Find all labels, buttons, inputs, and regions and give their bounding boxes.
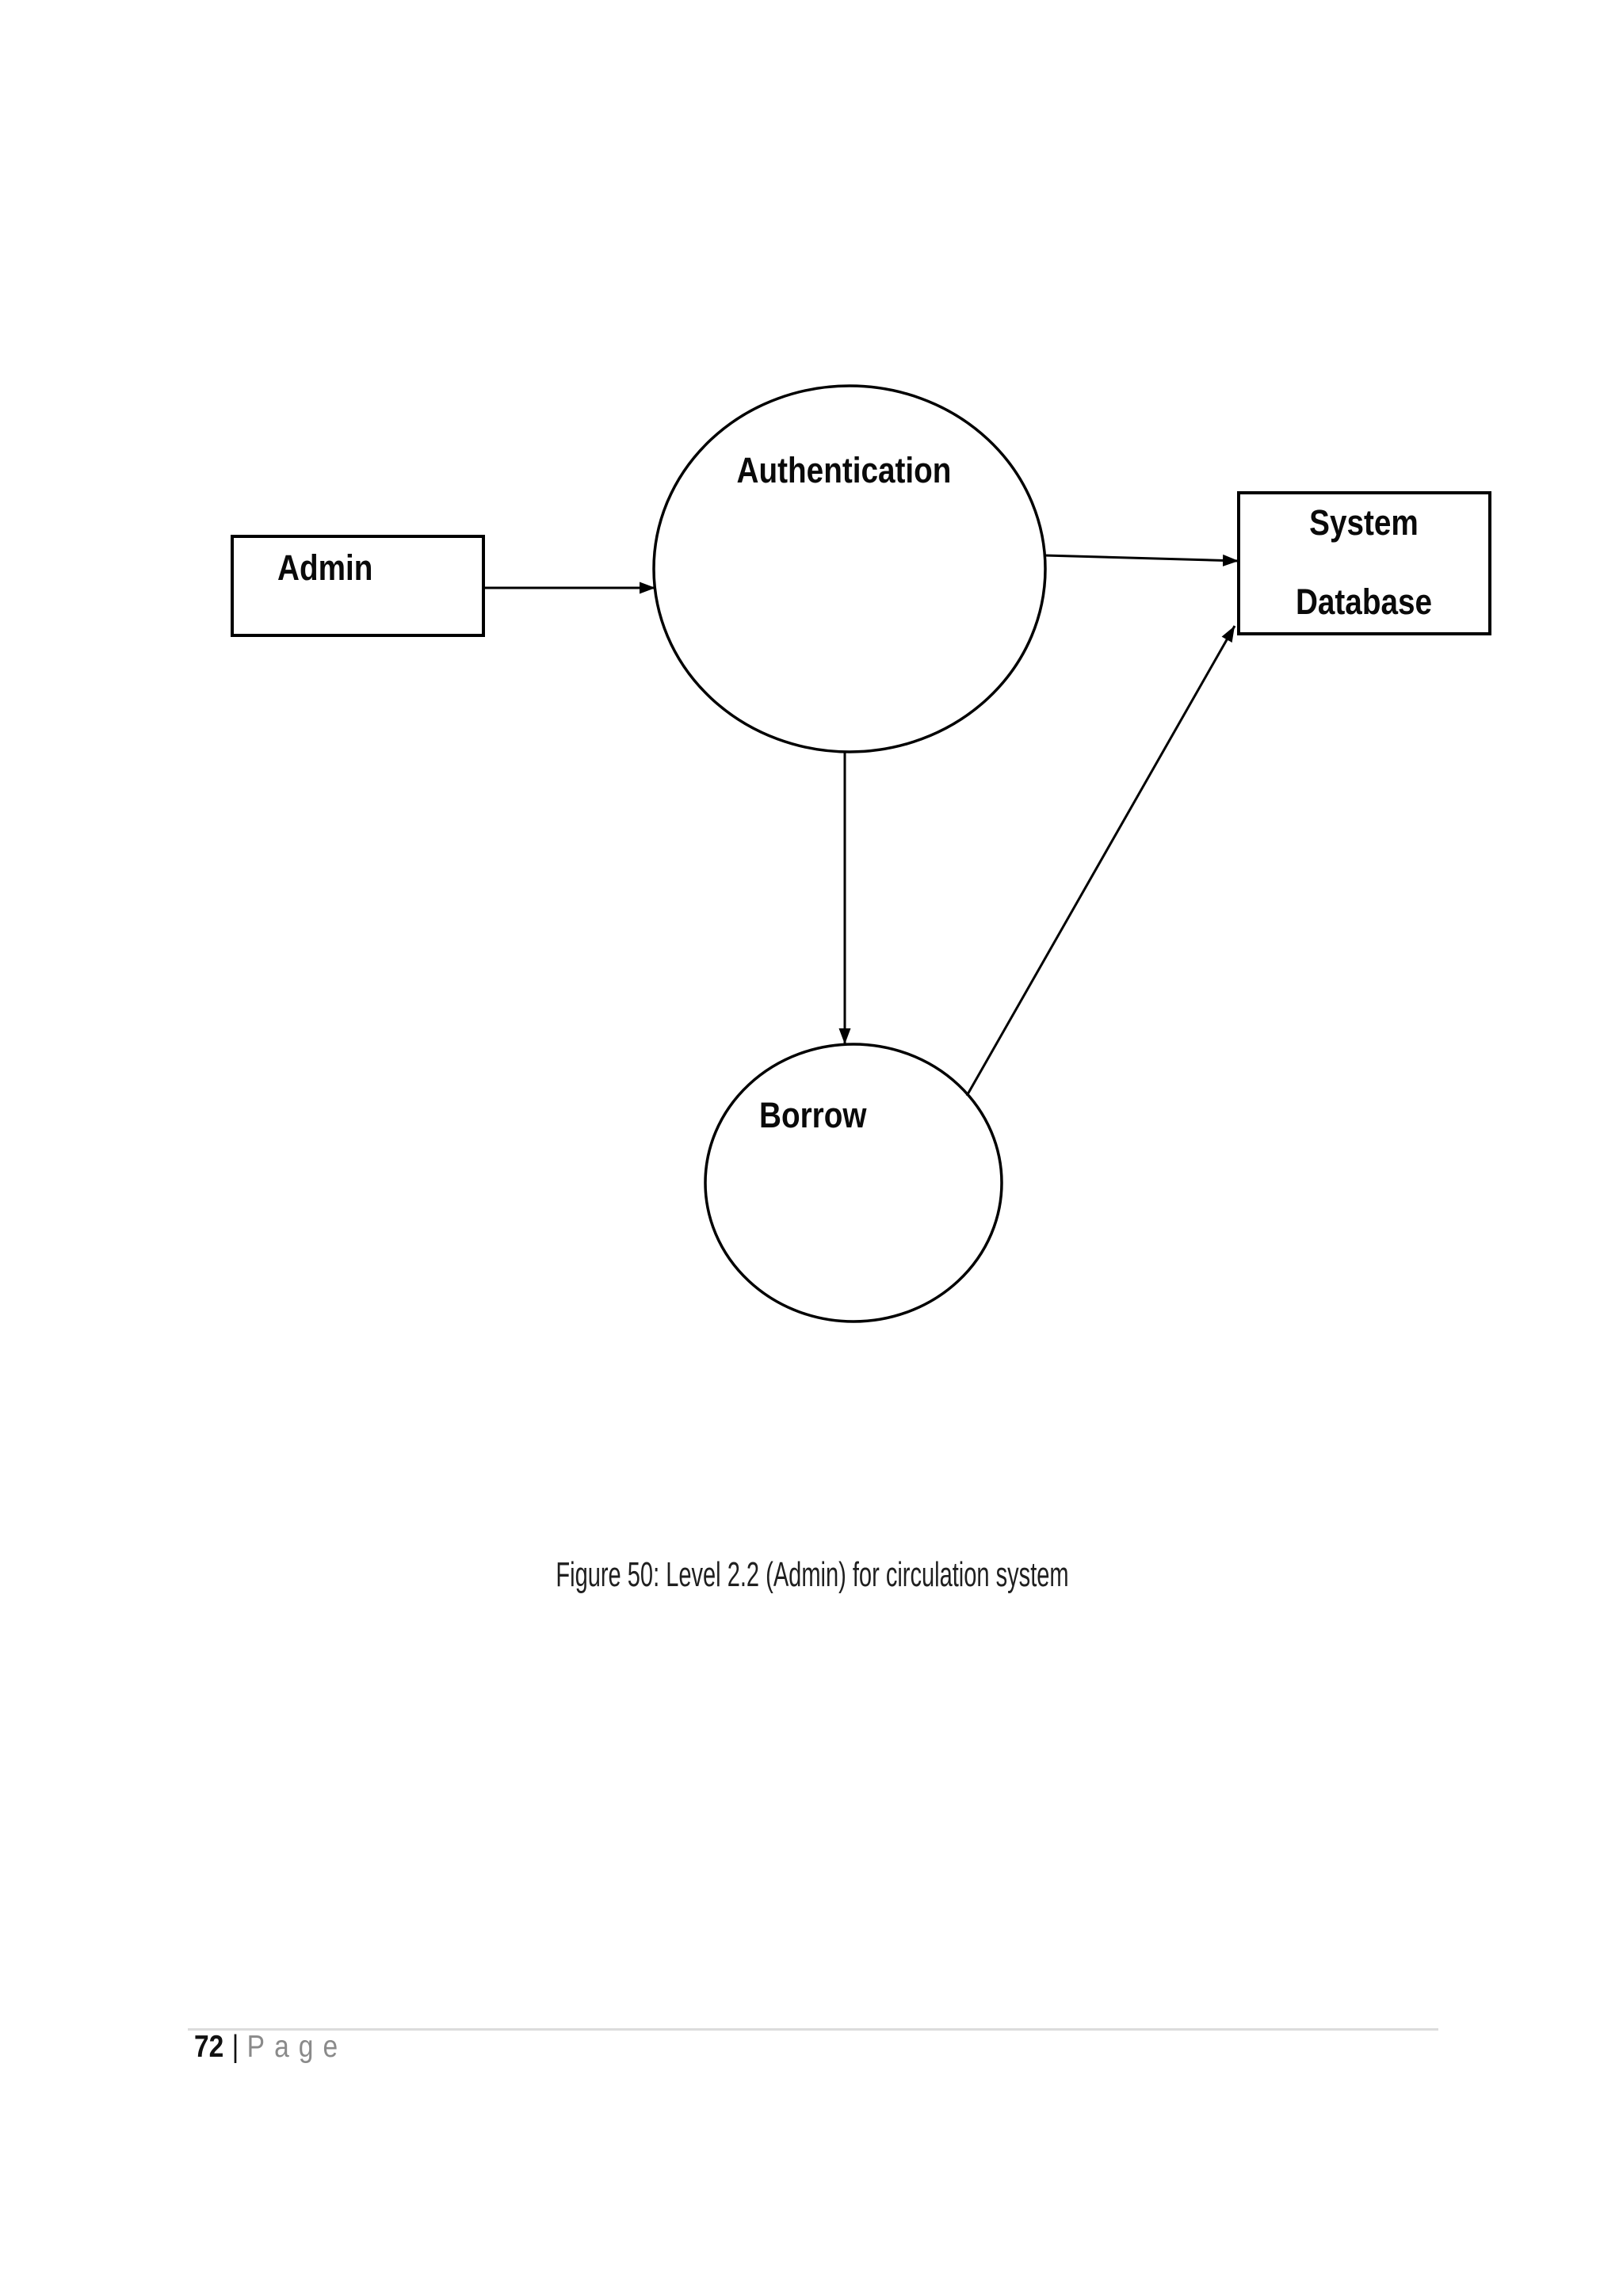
footer-page-word: Page xyxy=(246,2030,348,2064)
edge-borrow-to-system-database xyxy=(965,625,1236,1097)
footer-divider xyxy=(188,2028,1438,2031)
system-database-node xyxy=(1237,491,1491,635)
admin-node-label: Admin xyxy=(277,547,373,588)
page-number: 72 xyxy=(194,2030,224,2064)
figure-caption: Figure 50: Level 2.2 (Admin) for circula… xyxy=(556,1555,1069,1594)
borrow-node-label: Borrow xyxy=(759,1095,867,1135)
authentication-node-label: Authentication xyxy=(736,450,952,490)
footer-separator: | xyxy=(231,2030,239,2064)
edge-authentication-to-system-database xyxy=(1044,554,1239,566)
page-footer: 72|Page xyxy=(194,2031,347,2062)
system-database-node-label-line2: Database xyxy=(1295,582,1433,622)
borrow-node xyxy=(704,1043,1003,1323)
system-database-node-label-line1: System xyxy=(1309,502,1419,543)
authentication-node xyxy=(652,384,1047,753)
admin-node xyxy=(231,535,485,637)
